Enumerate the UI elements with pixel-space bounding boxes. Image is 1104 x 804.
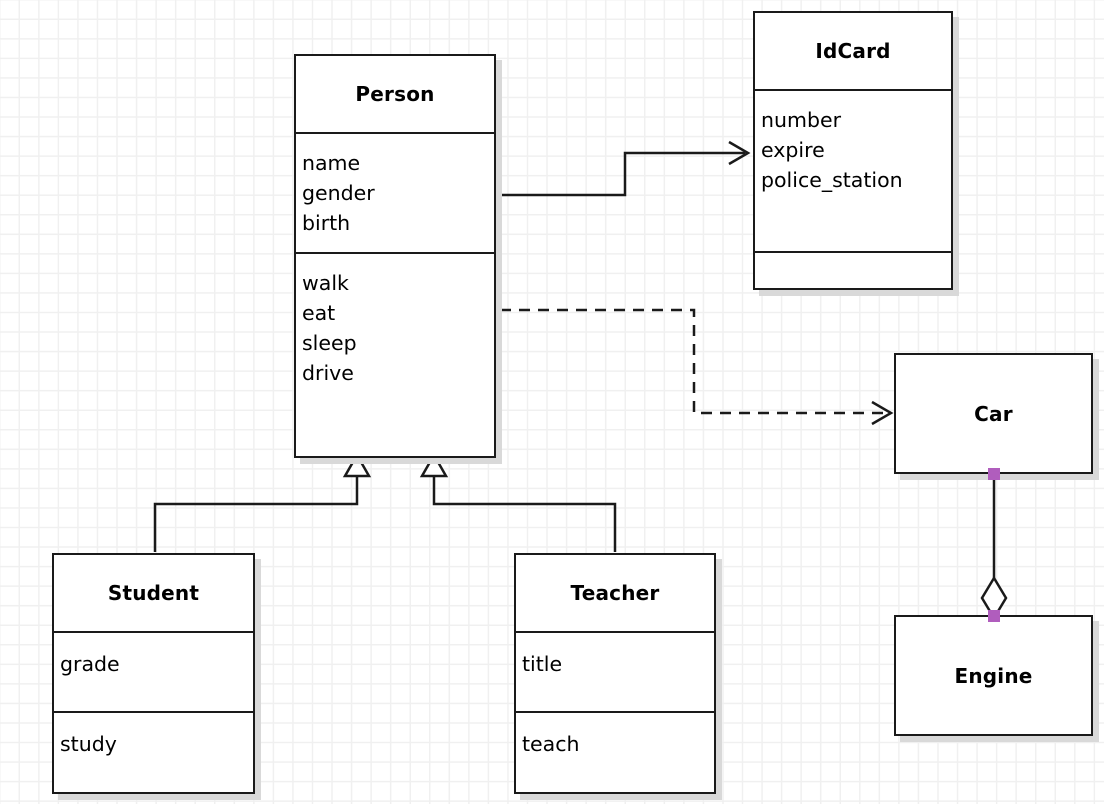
student-class-name: Student [107, 581, 200, 605]
person-class-name: Person [355, 82, 435, 106]
open-arrowhead-icon [871, 400, 894, 426]
engine-title-compartment: Engine [896, 617, 1091, 734]
edge-person-car[interactable] [500, 308, 894, 426]
person-attribute: name [302, 151, 361, 175]
person-method: eat [302, 301, 336, 325]
person-attributes-compartment: name gender birth [296, 132, 494, 252]
edge-student-person[interactable] [153, 452, 372, 552]
uml-class-idcard[interactable]: IdCard number expire police_station [753, 11, 953, 290]
teacher-methods-compartment: teach [516, 711, 714, 792]
edge-person-idcard[interactable] [496, 140, 751, 197]
uml-class-teacher[interactable]: Teacher title teach [514, 553, 716, 794]
edge-teacher-person[interactable] [419, 452, 617, 552]
person-attribute: gender [302, 181, 375, 205]
edge-handle-source[interactable] [988, 468, 1000, 480]
student-attributes-compartment: grade [54, 631, 253, 711]
car-class-name: Car [974, 401, 1013, 426]
idcard-attribute: police_station [761, 168, 903, 192]
idcard-attributes-compartment: number expire police_station [755, 89, 951, 251]
teacher-method: teach [522, 732, 580, 756]
edge-car-engine[interactable] [980, 470, 1008, 621]
uml-class-engine[interactable]: Engine [894, 615, 1093, 736]
person-title-compartment: Person [296, 56, 494, 132]
person-method: sleep [302, 331, 357, 355]
idcard-attribute: expire [761, 138, 825, 162]
car-title-compartment: Car [896, 355, 1091, 472]
idcard-class-name: IdCard [815, 39, 891, 63]
uml-class-person[interactable]: Person name gender birth walk eat sleep … [294, 54, 496, 458]
engine-class-name: Engine [954, 663, 1033, 688]
student-method: study [60, 732, 117, 756]
student-title-compartment: Student [54, 555, 253, 631]
person-method: drive [302, 361, 354, 385]
hollow-triangle-icon [419, 452, 449, 478]
student-methods-compartment: study [54, 711, 253, 792]
teacher-title-compartment: Teacher [516, 555, 714, 631]
person-method: walk [302, 271, 349, 295]
student-attribute: grade [60, 652, 120, 676]
idcard-title-compartment: IdCard [755, 13, 951, 89]
teacher-attributes-compartment: title [516, 631, 714, 711]
person-methods-compartment: walk eat sleep drive [296, 252, 494, 456]
edge-handle-target[interactable] [988, 610, 1000, 622]
idcard-methods-compartment [755, 251, 951, 288]
open-arrowhead-icon [728, 140, 751, 166]
teacher-class-name: Teacher [570, 581, 660, 605]
teacher-attribute: title [522, 652, 563, 676]
uml-class-student[interactable]: Student grade study [52, 553, 255, 794]
idcard-attribute: number [761, 108, 842, 132]
person-attribute: birth [302, 211, 351, 235]
uml-class-car[interactable]: Car [894, 353, 1093, 474]
hollow-triangle-icon [342, 452, 372, 478]
